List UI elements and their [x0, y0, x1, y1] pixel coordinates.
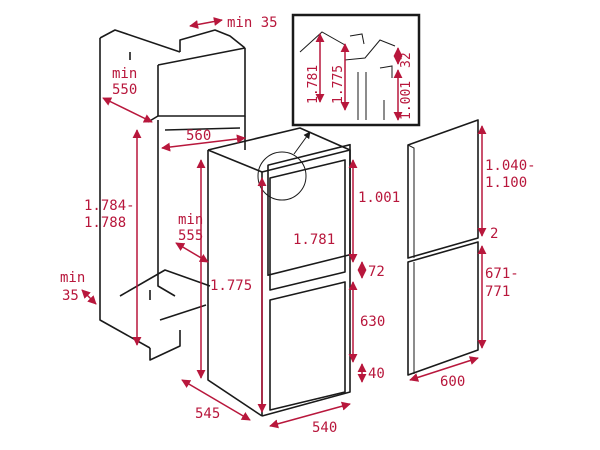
label-1788: 1.788: [84, 215, 126, 231]
label-545: 545: [195, 406, 220, 422]
label-1100: 1.100: [485, 175, 527, 191]
label-detail-1775: 1.775: [331, 65, 346, 104]
dimension-lines: [81, 17, 487, 429]
label-550: 550: [112, 82, 137, 98]
label-min-b: min: [178, 212, 203, 228]
label-560: 560: [186, 128, 211, 144]
label-1775-main: 1.775: [210, 278, 252, 294]
label-35-left: 35: [62, 288, 79, 304]
label-540: 540: [312, 420, 337, 436]
dimension-labels: min 35 min 550 560 1.784- 1.788 min 555 …: [60, 15, 536, 436]
label-1781-main: 1.781: [293, 232, 335, 248]
label-600: 600: [440, 374, 465, 390]
label-555: 555: [178, 228, 203, 244]
label-detail-1781: 1.781: [306, 65, 321, 104]
label-2: 2: [490, 226, 498, 242]
label-40: 40: [368, 366, 385, 382]
label-72: 72: [368, 264, 385, 280]
label-1784: 1.784-: [84, 198, 135, 214]
label-min-c: min: [60, 270, 85, 286]
door-panel-drawing: [407, 119, 479, 376]
label-771: 771: [485, 284, 510, 300]
label-671: 671-: [485, 266, 519, 282]
label-1040: 1.040-: [485, 158, 536, 174]
label-detail-1001: 1.001: [399, 81, 414, 120]
label-1001-main: 1.001: [358, 190, 400, 206]
label-min-35-top: min 35: [227, 15, 278, 31]
label-min-a: min: [112, 66, 137, 82]
label-630: 630: [360, 314, 385, 330]
fridge-body-drawing: [207, 127, 351, 417]
label-detail-32: 32: [399, 52, 414, 68]
